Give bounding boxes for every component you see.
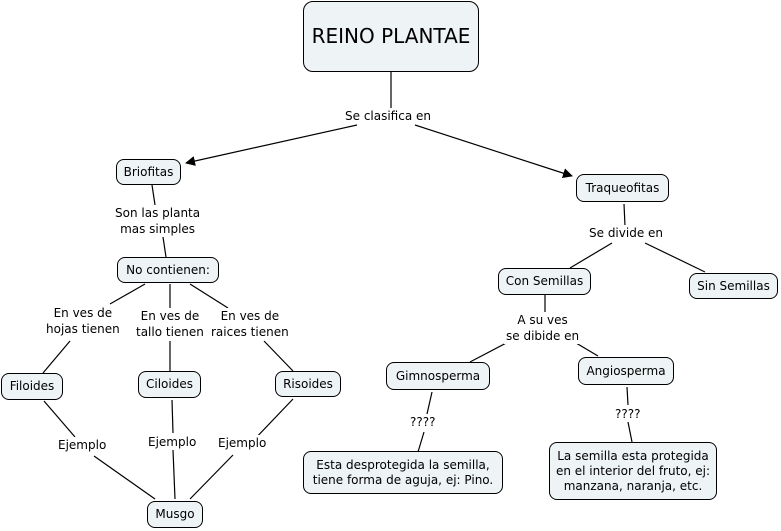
concept-filoides[interactable]: Filoides: [1, 373, 63, 400]
concept-musgo[interactable]: Musgo: [147, 501, 203, 528]
link-line: mas simples: [120, 222, 196, 236]
link-ejemplo-ciloides: Ejemplo: [146, 434, 199, 450]
concept-traqueofitas[interactable]: Traqueofitas: [576, 174, 669, 202]
link-line: En ves de: [140, 309, 200, 323]
concept-angiosperma-description[interactable]: La semilla esta protegida en el interior…: [549, 442, 717, 500]
link-hojas: En ves de hojas tienen: [44, 305, 122, 337]
link-se-divide-en: Se divide en: [587, 225, 666, 241]
link-son-las-planta: Son las planta mas simples: [113, 205, 203, 237]
concept-gimnosperma[interactable]: Gimnosperma: [386, 362, 490, 390]
concept-no-contienen[interactable]: No contienen:: [117, 257, 219, 283]
concept-briofitas[interactable]: Briofitas: [116, 159, 181, 185]
concept-angiosperma[interactable]: Angiosperma: [578, 357, 674, 385]
angio-desc-line-1: La semilla esta protegida: [557, 448, 709, 463]
arrow-to-briofitas: [185, 124, 358, 166]
concept-con-semillas[interactable]: Con Semillas: [498, 268, 591, 295]
link-line: se dibide en: [506, 329, 580, 343]
link-tallo: En ves de tallo tienen: [134, 308, 206, 340]
link-line: hojas tienen: [46, 322, 120, 336]
gimno-desc-line-2: tiene forma de aguja, ej: Pino.: [312, 472, 494, 487]
link-line: En ves de: [220, 309, 280, 323]
arrow-to-traqueofitas: [414, 124, 573, 178]
link-line: A su ves: [517, 313, 568, 327]
concept-risoides[interactable]: Risoides: [275, 371, 341, 397]
concept-ciloides[interactable]: Ciloides: [138, 371, 201, 398]
angio-desc-line-2: en el interior del fruto, ej:: [555, 463, 711, 478]
link-raices: En ves de raices tienen: [209, 308, 291, 340]
concept-reino-plantae[interactable]: REINO PLANTAE: [303, 1, 479, 72]
concept-gimnosperma-description[interactable]: Esta desprotegida la semilla, tiene form…: [303, 451, 503, 494]
link-question-angiosperma: ????: [613, 406, 643, 422]
link-ejemplo-filoides: Ejemplo: [56, 437, 109, 453]
link-line: tallo tienen: [136, 325, 204, 339]
concept-sin-semillas[interactable]: Sin Semillas: [689, 273, 778, 299]
link-question-gimnosperma: ????: [408, 414, 438, 430]
link-line: Son las planta: [115, 206, 201, 220]
angio-desc-line-3: manzana, naranja, etc.: [563, 478, 703, 493]
link-a-su-ves: A su ves se dibide en: [504, 312, 582, 344]
link-se-clasifica-en: Se clasifica en: [343, 108, 433, 124]
link-line: En ves de: [53, 306, 113, 320]
link-ejemplo-risoides: Ejemplo: [216, 435, 269, 451]
link-line: raices tienen: [211, 325, 289, 339]
gimno-desc-line-1: Esta desprotegida la semilla,: [316, 457, 490, 472]
